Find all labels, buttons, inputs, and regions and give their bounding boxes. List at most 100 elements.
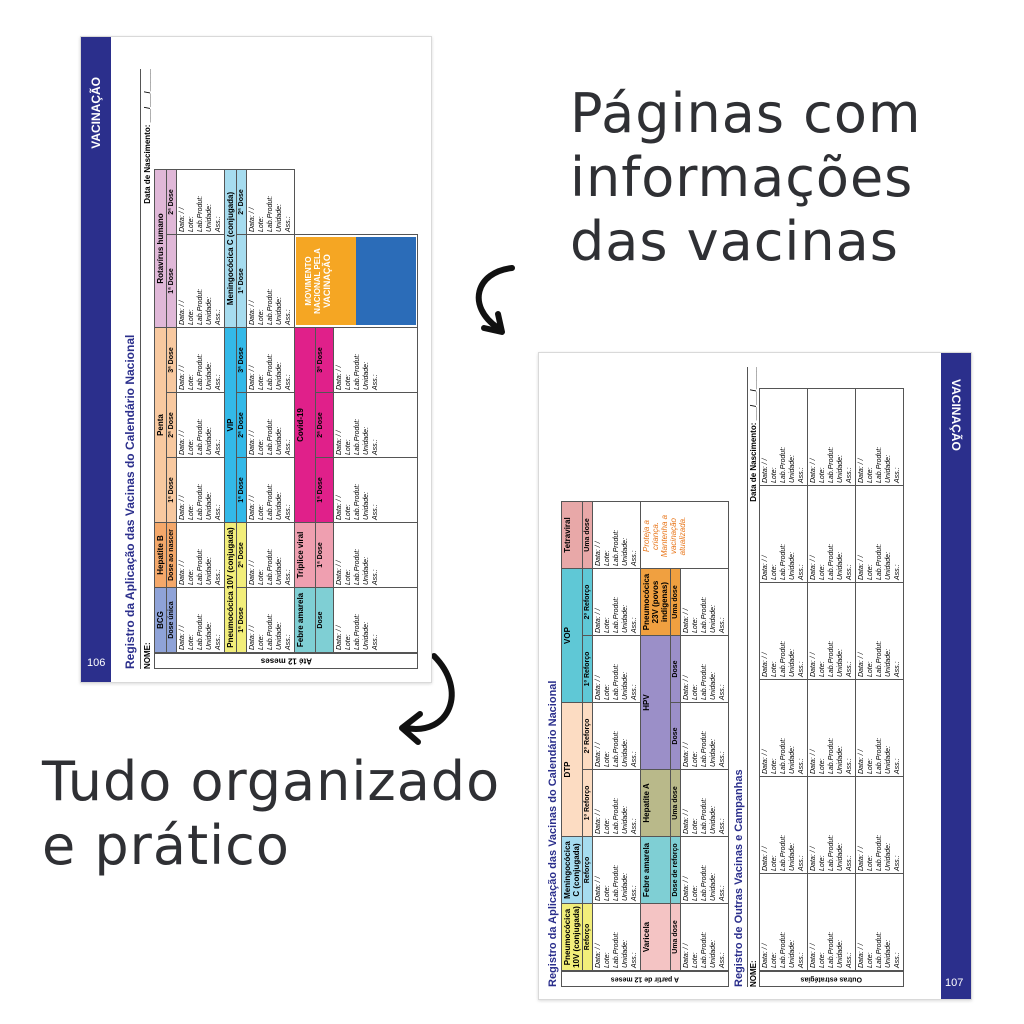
dose-field: Unidade: <box>276 556 283 585</box>
dose-field: Lote: <box>819 952 826 968</box>
dose-field: Lote: <box>692 617 699 633</box>
dose-label: Reforço <box>582 903 593 971</box>
other-vaccines-body: Data: / /Lote:Lab.Produt:Unidade:Ass.:Da… <box>759 388 904 971</box>
dose-field: Unidade: <box>622 939 629 968</box>
dose-record-fields: Data: / /Lote:Lab.Produt:Unidade:Ass.: <box>592 501 641 569</box>
dose-field: Unidade: <box>710 604 717 633</box>
headline-top-line-2: informações <box>570 146 914 209</box>
dose-field: Lab.Produt: <box>197 548 204 585</box>
dose-label: 1º Reforço <box>582 769 593 837</box>
dose-field: Lab.Produt: <box>353 353 361 390</box>
dose-field: Ass.: <box>371 569 379 585</box>
dose-label: Uma dose <box>670 769 681 837</box>
dose-field: Unidade: <box>837 648 844 677</box>
vaccination-note: Proteja a criança. Mantenha a vacinação … <box>642 514 687 558</box>
dose-field: Data: / / <box>249 300 256 325</box>
dose-field: Lab.Produt: <box>780 931 787 968</box>
dose-record-fields: Data: / /Lote:Lab.Produt:Unidade:Ass.: <box>592 836 641 904</box>
dose-record-fields: Data: / /Lote:Lab.Produt:Unidade:Ass.: <box>807 388 856 486</box>
dose-fields-row: Data: / /Lote:Lab.Produt:Unidade:Ass.: Da… <box>246 169 295 653</box>
dose-field: Ass.: <box>215 309 222 325</box>
vaccine-name: DTP <box>561 702 583 837</box>
dose-field: Ass.: <box>846 952 853 968</box>
dose-field: Data: / / <box>683 876 690 901</box>
dose-field: Lote: <box>867 661 874 677</box>
dose-record-fields: Data: / /Lote:Lab.Produt:Unidade:Ass.: <box>333 327 418 393</box>
dose-field: Lote: <box>344 634 352 650</box>
dose-label: 3ª Dose <box>166 327 177 393</box>
dose-record-fields: Data: / /Lote:Lab.Produt:Unidade:Ass.: <box>680 903 729 971</box>
page-title: Registro da Aplicação das Vacinas do Cal… <box>547 680 559 987</box>
dose-field: Ass.: <box>798 467 805 483</box>
dose-field: Lab.Produt: <box>876 446 883 483</box>
dose-field: Lab.Produt: <box>353 483 361 520</box>
dose-field: Lab.Produt: <box>876 931 883 968</box>
dose-record-fields: Data: / /Lote:Lab.Produt:Unidade:Ass.: <box>807 679 856 777</box>
birth-date-label: Data de Nascimento: ___/___/_____ <box>749 367 758 502</box>
dose-field: Lab.Produt: <box>780 834 787 871</box>
headline-top-line-1: Páginas com <box>570 82 922 145</box>
dose-record-fields: Data: / /Lote:Lab.Produt:Unidade:Ass.: <box>680 769 729 837</box>
dose-field: Ass.: <box>285 216 292 232</box>
section-sidebar: VACINAÇÃO 106 <box>81 37 111 682</box>
dose-field: Unidade: <box>789 454 796 483</box>
dose-label: 2ª Dose <box>315 392 334 458</box>
dose-field: Lote: <box>258 569 265 585</box>
age-group-label: Até 12 meses <box>154 653 418 669</box>
page-number: 107 <box>945 977 964 989</box>
dose-field: Ass.: <box>631 684 638 700</box>
dose-field: Lote: <box>604 550 611 566</box>
dose-field: Data: / / <box>810 652 817 677</box>
dose-field: Ass.: <box>894 467 901 483</box>
dose-field: Lote: <box>604 684 611 700</box>
headline-top: Páginas com informações das vacinas <box>570 82 921 274</box>
dose-field: Ass.: <box>215 374 222 390</box>
page-106-content: Registro da Aplicação das Vacinas do Cal… <box>121 69 421 669</box>
dose-field: Lote: <box>188 569 195 585</box>
dose-field: Ass.: <box>719 751 726 767</box>
dose-field: Data: / / <box>683 943 690 968</box>
dose-field: Data: / / <box>858 652 865 677</box>
dose-field: Unidade: <box>885 842 892 871</box>
dose-field: Unidade: <box>885 939 892 968</box>
dose-field: Unidade: <box>885 745 892 774</box>
dose-label: 1ª Dose <box>166 234 177 328</box>
dose-field: Data: / / <box>683 809 690 834</box>
dose-label: 1º Reforço <box>582 635 593 703</box>
dose-field: Data: / / <box>762 652 769 677</box>
headline-top-line-3: das vacinas <box>570 210 899 273</box>
dose-label: Dose <box>670 702 681 770</box>
dose-record-fields: Data: / /Lote:Lab.Produt:Unidade:Ass.: <box>176 587 225 653</box>
dose-field: Ass.: <box>631 952 638 968</box>
dose-field: Lab.Produt: <box>876 737 883 774</box>
dose-field: Lab.Produt: <box>613 663 620 700</box>
dose-field: Lote: <box>344 439 352 455</box>
dose-record-fields: Data: / /Lote:Lab.Produt:Unidade:Ass.: <box>246 522 295 588</box>
dose-field: Unidade: <box>276 621 283 650</box>
dose-label: 2ª Dose <box>236 392 247 458</box>
dose-field: Data: / / <box>179 625 186 650</box>
dose-field: Ass.: <box>894 564 901 580</box>
dose-field: Data: / / <box>335 430 343 455</box>
dose-field: Lote: <box>819 467 826 483</box>
dose-field: Lab.Produt: <box>828 931 835 968</box>
dose-field: Data: / / <box>335 560 343 585</box>
dose-field: Data: / / <box>858 555 865 580</box>
dose-label: 3ª Dose <box>315 327 334 393</box>
dose-record-fields: Data: / /Lote:Lab.Produt:Unidade:Ass.: <box>807 582 856 680</box>
dose-label: Uma dose <box>670 568 681 636</box>
dose-record-fields: Data: / /Lote:Lab.Produt:Unidade:Ass.: <box>855 776 904 874</box>
dose-label: 2ª Dose <box>236 169 247 235</box>
dose-field: Ass.: <box>719 684 726 700</box>
dose-field: Ass.: <box>631 751 638 767</box>
dose-field: Data: / / <box>595 608 602 633</box>
dose-field: Unidade: <box>789 551 796 580</box>
dose-field: Lab.Produt: <box>828 640 835 677</box>
dose-field: Lote: <box>771 661 778 677</box>
dose-field: Lote: <box>258 216 265 232</box>
dose-field: Lote: <box>867 564 874 580</box>
dose-field: Data: / / <box>179 365 186 390</box>
dose-field: Lote: <box>867 758 874 774</box>
other-record-row: Data: / /Lote:Lab.Produt:Unidade:Ass.:Da… <box>855 388 904 971</box>
